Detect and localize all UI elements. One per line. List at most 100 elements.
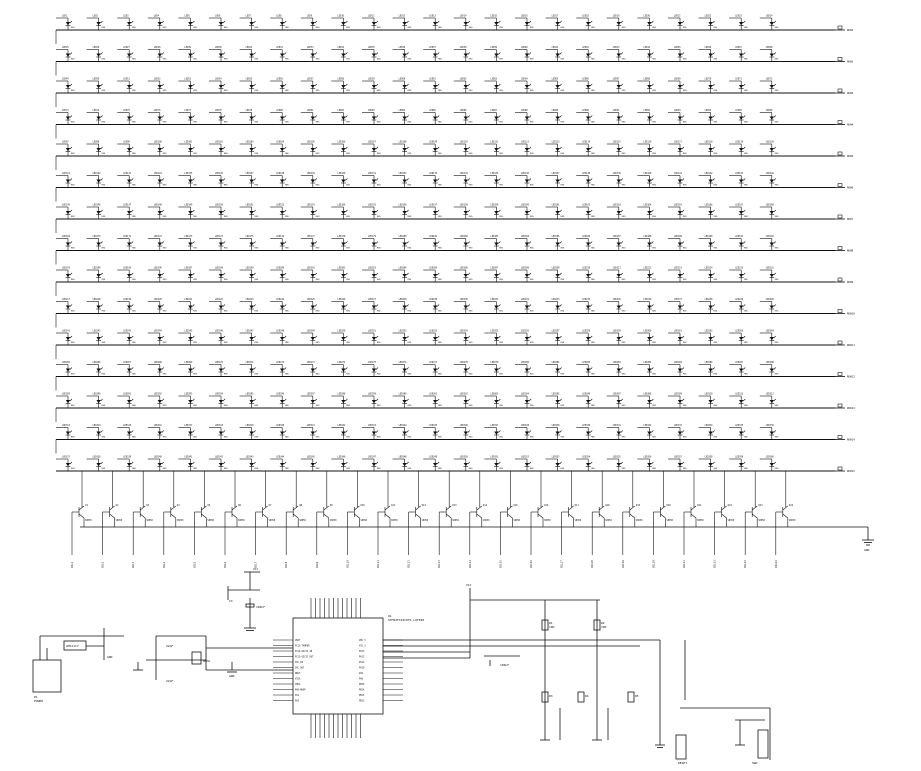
led-ref: LED349	[429, 456, 438, 459]
led-value: RED	[469, 248, 473, 250]
led-light-arrow	[253, 430, 256, 433]
led-light-arrow	[406, 146, 409, 150]
transistor-emitter	[140, 513, 146, 519]
led-symbol	[96, 368, 101, 372]
led-value: RED	[622, 248, 626, 250]
led-symbol	[371, 305, 377, 309]
led-value: RED	[652, 405, 656, 407]
led-ref: LED93	[674, 109, 681, 112]
led-ref: LED148	[154, 204, 163, 207]
transistor-value: S8050	[544, 519, 551, 522]
led-ref: LED290	[93, 393, 102, 396]
led-symbol	[708, 400, 713, 404]
led-value: RED	[255, 122, 259, 124]
connector-p1-value: POWER	[34, 699, 43, 703]
led-symbol	[494, 211, 499, 215]
led-symbol	[555, 274, 560, 278]
led-value: RED	[193, 374, 197, 376]
led-light-arrow	[742, 335, 746, 339]
led-ref: LED155	[368, 204, 377, 207]
led-light-arrow	[651, 83, 654, 87]
row-net-label: ROW5	[835, 151, 854, 158]
led-value: RED	[316, 90, 320, 92]
led-value: RED	[622, 153, 626, 155]
led-ref: LED37	[429, 46, 436, 49]
mcu-right-pin-name: PB15	[359, 683, 365, 686]
led-light-arrow	[345, 241, 348, 244]
led-value: RED	[591, 374, 595, 376]
led-ref: LED132	[399, 172, 408, 175]
led-ref: LED360	[766, 456, 775, 459]
led-symbol	[218, 116, 224, 120]
led-ref: LED68	[643, 78, 650, 81]
row-resistor	[837, 246, 843, 250]
led-light-arrow	[589, 52, 593, 55]
led-light-arrow	[192, 178, 195, 181]
led-ref: LED215	[735, 267, 744, 270]
led-symbol	[708, 431, 713, 435]
led-ref: LED54	[215, 78, 222, 81]
led-value: RED	[683, 59, 687, 61]
led-light-arrow	[773, 461, 777, 465]
led-symbol	[524, 22, 530, 26]
led-symbol	[769, 305, 774, 309]
led-value: RED	[132, 342, 136, 344]
led-value: RED	[530, 185, 534, 187]
led-light-arrow	[742, 20, 746, 24]
column-net-name: COL9	[315, 561, 319, 568]
led-light-arrow	[559, 83, 562, 87]
led-light-arrow	[742, 52, 746, 55]
led-symbol	[249, 274, 254, 278]
transistor-collector	[201, 505, 207, 511]
led-value: RED	[744, 437, 748, 439]
row-net-name: ROW5	[847, 154, 854, 158]
row-net-label: ROW4	[835, 120, 854, 127]
led-ref: LED138	[582, 172, 591, 175]
led-symbol	[677, 116, 683, 120]
led-symbol	[341, 368, 346, 372]
led-ref: LED150	[215, 204, 224, 207]
led-light-arrow	[375, 241, 379, 244]
led-value: RED	[591, 185, 595, 187]
transistor-ref: Q16	[544, 504, 549, 507]
led-symbol	[341, 148, 346, 152]
vcc-supply: VCC C3 100nF	[227, 567, 265, 631]
led-ref: LED112	[521, 141, 530, 144]
mcu-right-pin-name: PB12	[359, 700, 365, 703]
led-ref: LED116	[643, 141, 652, 144]
led-ref: LED352	[521, 456, 530, 459]
led-ref: LED106	[337, 141, 346, 144]
led-ref: LED245	[184, 330, 193, 333]
led-symbol	[96, 431, 101, 435]
led-symbol	[402, 337, 407, 341]
led-ref: LED8	[276, 15, 282, 18]
vcc-label-top: VCC	[253, 567, 259, 571]
led-value: RED	[346, 468, 350, 470]
led-ref: LED151	[246, 204, 255, 207]
led-symbol	[157, 53, 162, 57]
led-symbol	[218, 242, 224, 246]
transistor-collector	[660, 505, 666, 511]
led-symbol	[494, 463, 499, 467]
led-symbol	[127, 85, 132, 89]
led-light-arrow	[498, 430, 501, 433]
led-light-arrow	[283, 241, 287, 244]
led-light-arrow	[681, 115, 685, 118]
led-symbol	[341, 337, 346, 341]
led-light-arrow	[314, 20, 318, 24]
led-ref: LED184	[521, 235, 530, 238]
